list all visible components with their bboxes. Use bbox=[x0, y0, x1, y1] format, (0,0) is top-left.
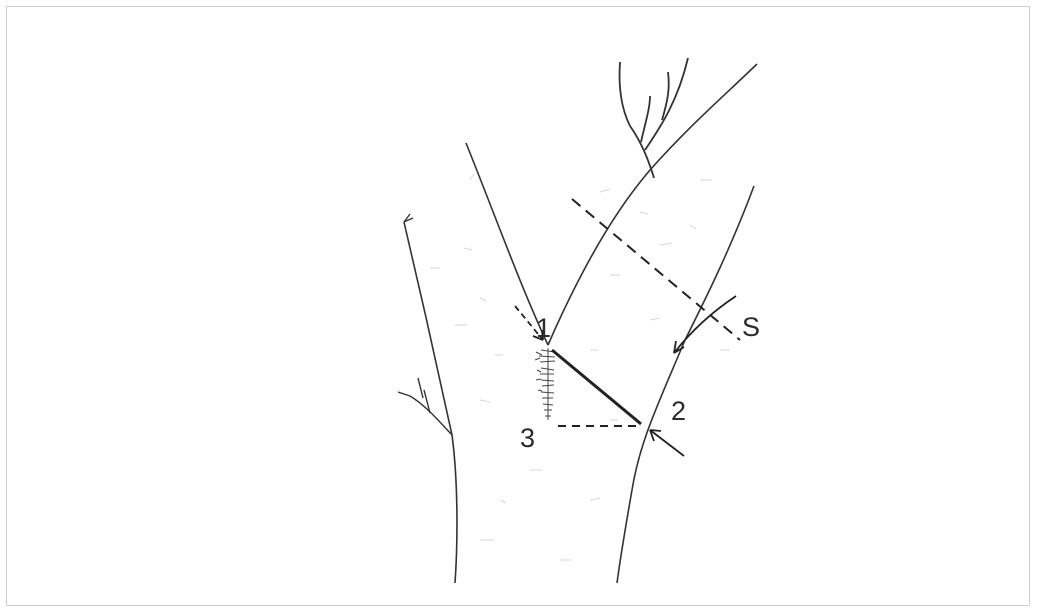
cut-line-1-to-2 bbox=[552, 350, 641, 424]
left-twig bbox=[398, 378, 452, 435]
upper-twig bbox=[619, 58, 688, 178]
label-point-3: 3 bbox=[520, 423, 535, 453]
label-saw-line-s: S bbox=[742, 312, 760, 342]
bark-texture bbox=[430, 174, 730, 560]
left-trunk-top-tip bbox=[404, 214, 413, 222]
branch-collar-texture bbox=[535, 348, 555, 420]
right-trunk-outline bbox=[617, 186, 754, 583]
arrow-to-point-2 bbox=[650, 430, 684, 456]
left-trunk-outline bbox=[404, 222, 457, 583]
label-point-2: 2 bbox=[671, 396, 686, 426]
label-point-1: 1 bbox=[536, 313, 551, 343]
